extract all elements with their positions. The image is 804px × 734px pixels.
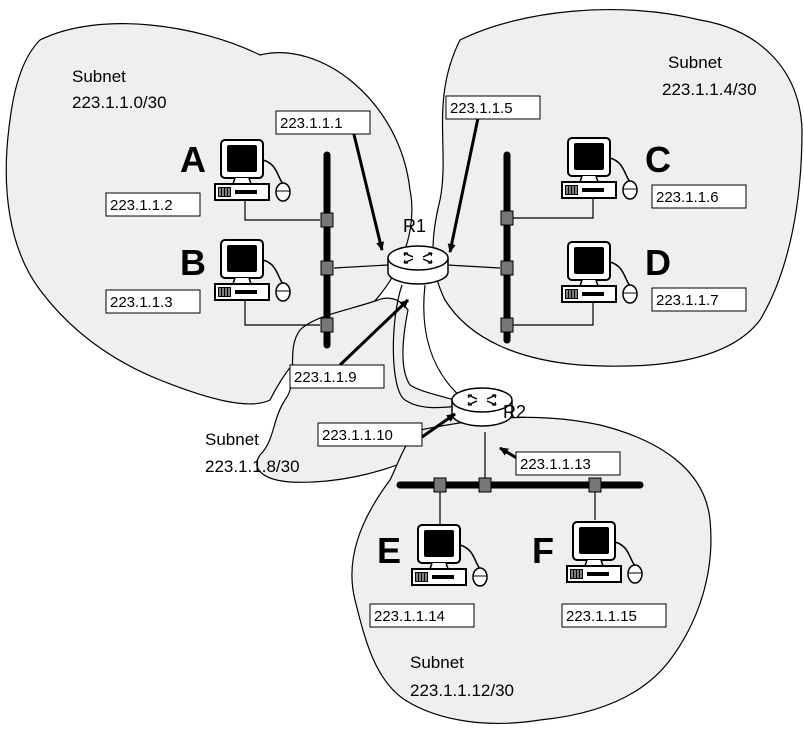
arrow-if-223-1-1-1 (348, 117, 385, 251)
ip-r1-if3: 223.1.1.9 (294, 369, 357, 386)
host-e-letter: E (377, 530, 401, 571)
ip-host-a: 223.1.1.2 (110, 197, 173, 214)
host-f-letter: F (532, 530, 554, 571)
ip-r1-if2: 223.1.1.5 (450, 100, 513, 117)
host-c-letter: C (645, 139, 671, 180)
ip-host-f: 223.1.1.15 (566, 608, 637, 625)
wire-host-c (513, 195, 594, 219)
router-r1-label: R1 (403, 216, 426, 236)
host-b-letter: B (180, 242, 206, 283)
wire-host-d (513, 300, 594, 326)
ip-r1-if1: 223.1.1.1 (280, 115, 343, 132)
arrow-if-223-1-1-5 (447, 117, 480, 253)
subnet-c-title: Subnet (668, 53, 722, 72)
ip-host-c: 223.1.1.6 (656, 189, 719, 206)
ip-box-e (369, 603, 475, 628)
tap-r2 (478, 477, 492, 493)
ip-r2-if2: 223.1.1.13 (520, 456, 591, 473)
arrow-if-223-1-1-9 (338, 298, 410, 367)
ip-box-r1-if3 (289, 364, 385, 389)
ip-host-d: 223.1.1.7 (656, 292, 719, 309)
tap-f (588, 477, 602, 493)
link-r1-r2-outer (392, 284, 459, 409)
ip-box-a (105, 192, 201, 217)
link-bus-left-r1 (333, 264, 389, 269)
subnet-a-title: Subnet (72, 67, 126, 86)
tap-b (320, 317, 334, 333)
ip-box-r2-if2 (515, 451, 621, 476)
subnet-e-prefix: 223.1.1.12/30 (410, 681, 514, 700)
ip-box-r1-if2 (445, 95, 541, 120)
ip-box-b (105, 289, 201, 314)
host-a-letter: A (180, 139, 206, 180)
tap-r1-right (500, 260, 514, 276)
subnet-a-prefix: 223.1.1.0/30 (72, 93, 167, 112)
ip-box-c (651, 184, 747, 209)
host-d-letter: D (645, 242, 671, 283)
subnet-r-prefix: 223.1.1.8/30 (205, 457, 300, 476)
ip-r2-if1: 223.1.1.10 (322, 427, 393, 444)
subnet-r-title: Subnet (205, 430, 259, 449)
router-r2-label: R2 (503, 402, 526, 422)
subnet-cloud-e-f (351, 416, 712, 724)
ip-host-b: 223.1.1.3 (110, 294, 173, 311)
tap-c (500, 210, 514, 226)
tap-d (500, 317, 514, 333)
ip-box-d (651, 287, 747, 312)
ip-box-r2-if1 (317, 422, 423, 447)
tap-e (433, 477, 447, 493)
tap-a (320, 212, 334, 228)
arrow-if-223-1-1-10 (421, 412, 456, 439)
wire-host-a (244, 198, 320, 221)
link-bus-right-r1 (446, 264, 501, 269)
ip-box-f (561, 603, 667, 628)
subnet-e-title: Subnet (410, 653, 464, 672)
subnet-cloud-c-d (432, 9, 803, 367)
ip-host-e: 223.1.1.14 (374, 608, 445, 625)
tap-r1-left (320, 260, 334, 276)
wire-host-b (244, 300, 320, 326)
router-r1 (387, 245, 449, 285)
subnet-c-prefix: 223.1.1.4/30 (662, 80, 757, 99)
ip-box-r1-if1 (275, 110, 371, 135)
link-r1-r2-inner (423, 284, 463, 399)
